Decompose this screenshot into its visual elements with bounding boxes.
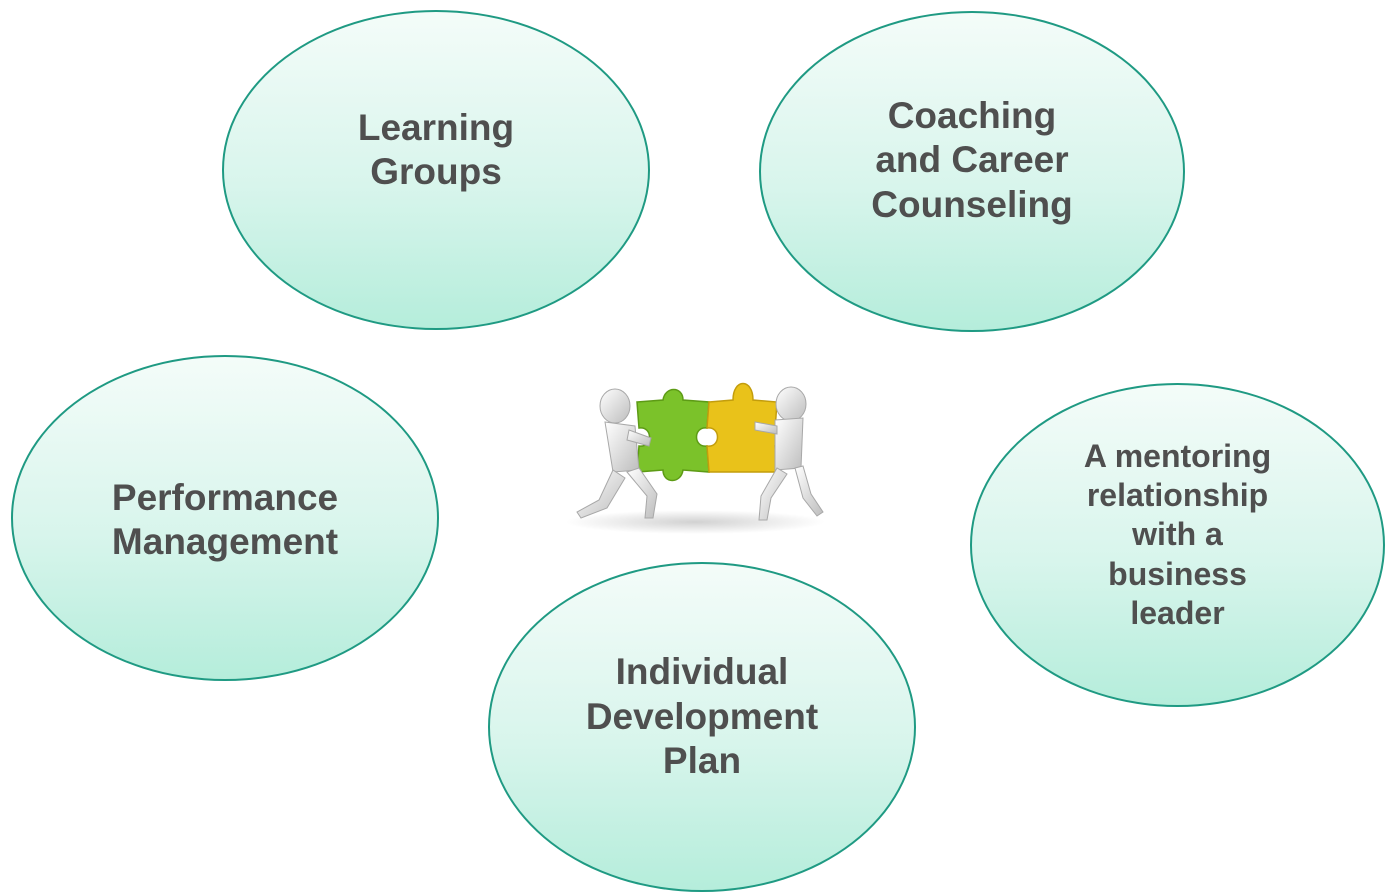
bubble-mentoring-relationship: A mentoring relationship with a business… xyxy=(970,383,1385,707)
bubble-label: A mentoring relationship with a business… xyxy=(1083,438,1272,631)
puzzle-teamwork-icon xyxy=(565,382,825,534)
bubble-label: Individual Development Plan xyxy=(585,651,819,782)
bubble-label: Coaching and Career Counseling xyxy=(871,94,1073,225)
bubble-coaching-career-counseling: Coaching and Career Counseling xyxy=(759,11,1185,332)
floor-shadow xyxy=(565,510,825,534)
bubble-learning-groups: Learning Groups xyxy=(222,10,650,330)
bubble-label: Learning Groups xyxy=(357,106,515,192)
bubble-performance-management: Performance Management xyxy=(11,355,439,681)
bubble-individual-development-plan: Individual Development Plan xyxy=(488,562,916,892)
green-puzzle-piece xyxy=(636,388,710,482)
left-figure-icon xyxy=(576,388,658,519)
bubble-label: Performance Management xyxy=(111,476,339,562)
right-figure-icon xyxy=(754,386,824,521)
